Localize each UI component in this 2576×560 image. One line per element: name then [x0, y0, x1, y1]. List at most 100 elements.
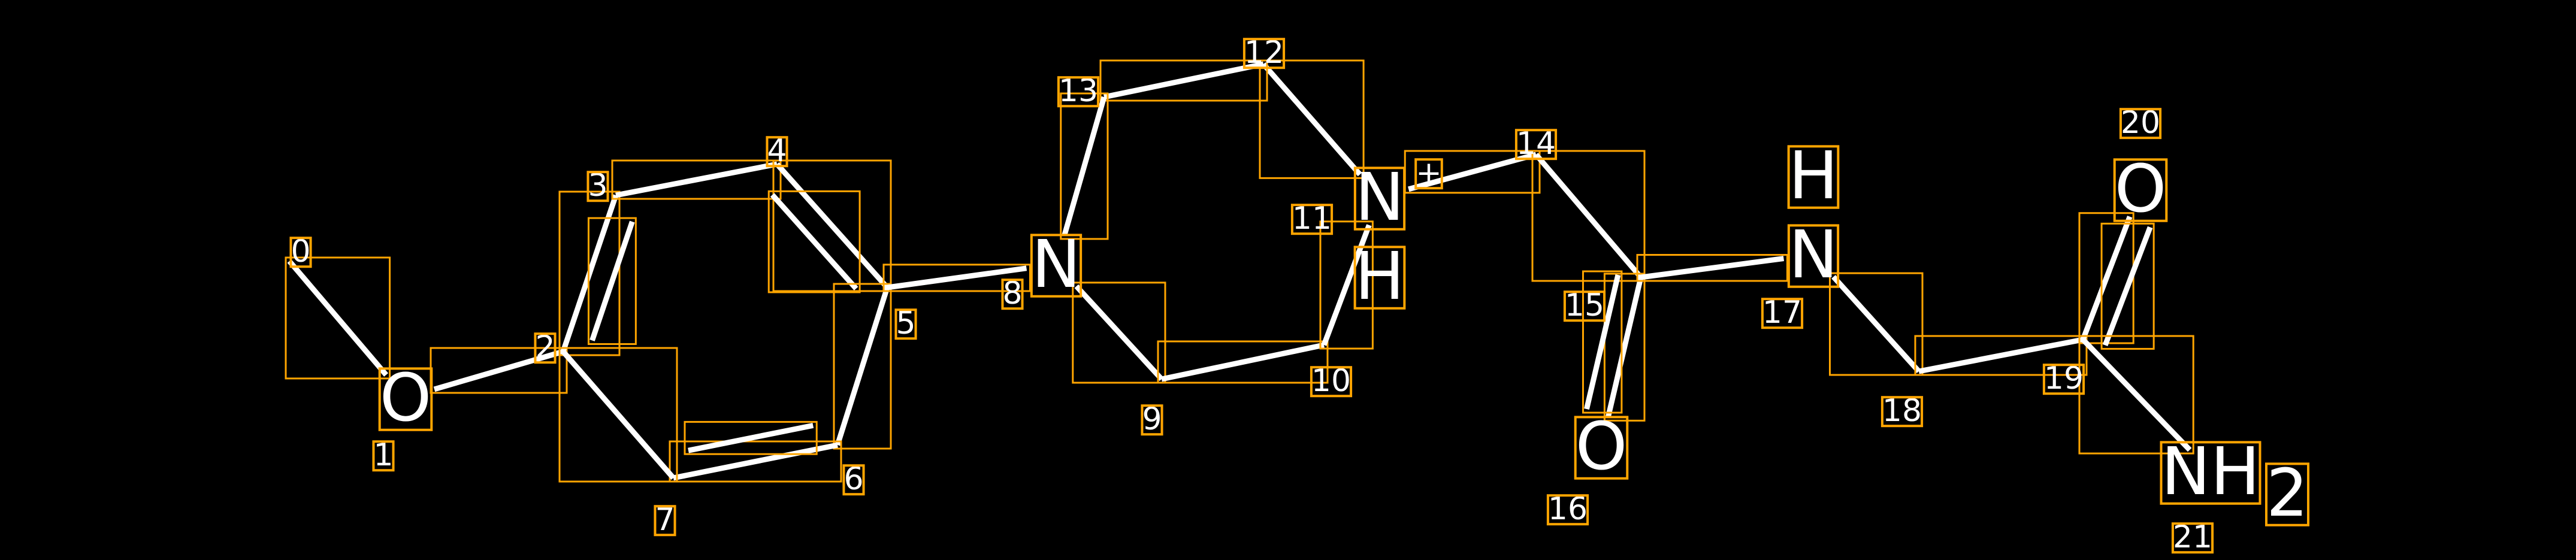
atom-index-1: 1 [373, 437, 393, 473]
atom-index-3: 3 [588, 168, 607, 204]
atom-index-10: 10 [1311, 363, 1351, 399]
atom-label-16: O [1576, 408, 1628, 485]
bond-bounding-box [587, 217, 637, 345]
bond-6-7 [673, 442, 838, 481]
atom-index-13: 13 [1059, 73, 1098, 109]
bond-bounding-box [684, 420, 818, 455]
atom-index-13-box [1057, 76, 1100, 108]
bond-18-19 [1918, 337, 2084, 374]
atom-label-21-subscript-box [2265, 462, 2309, 526]
bond-11-14 [1408, 152, 1537, 192]
bond-13-8 [1062, 96, 1107, 237]
atom-label-11-charge: + [1416, 155, 1442, 191]
bond-bounding-box [611, 159, 782, 200]
bond-19-21 [2081, 337, 2192, 452]
atom-label-21-subscript: 2 [2266, 455, 2308, 531]
atom-index-16: 16 [1548, 491, 1588, 527]
atom-label-17: N [1789, 216, 1838, 293]
atom-index-0: 0 [291, 234, 310, 270]
atom-label-20: O [2115, 150, 2167, 227]
bond-19-20 [2080, 216, 2133, 341]
bond-bounding-box [2100, 222, 2155, 350]
bond-17-18 [1831, 275, 1921, 374]
atom-label-17-hydrogen-box [1787, 145, 1840, 209]
atom-index-9: 9 [1142, 401, 1162, 437]
atom-index-2-box [534, 332, 557, 364]
bond-5-8 [887, 265, 1027, 290]
atom-index-2: 2 [535, 329, 555, 365]
bond-bounding-box [1636, 254, 1788, 282]
atom-index-20: 20 [2121, 105, 2160, 141]
bond-bounding-box [772, 159, 892, 292]
bond-8-9 [1074, 284, 1164, 382]
atom-label-21: NH [2161, 433, 2260, 510]
bond-bounding-box [1319, 220, 1374, 350]
atom-index-3-box [586, 171, 609, 202]
atom-index-18-box [1880, 396, 1924, 428]
bond-7-2 [561, 350, 676, 480]
bond-bounding-box [1582, 270, 1623, 414]
bond-bounding-box [1072, 281, 1166, 384]
bond-bounding-box [1603, 273, 1646, 422]
atom-index-19-box [2042, 364, 2085, 395]
bond-12-13 [1103, 61, 1264, 100]
bond-bounding-box [1060, 92, 1109, 240]
atom-index-19: 19 [2044, 361, 2084, 396]
bond-2-3-second-line [589, 220, 635, 341]
bond-0-1 [287, 259, 389, 377]
bond-6-7-second-line [688, 422, 814, 453]
bond-10-11 [1321, 224, 1372, 346]
bond-bounding-box [1099, 59, 1268, 102]
atom-label-11-charge-box [1414, 158, 1443, 190]
atom-index-21-box [2171, 522, 2214, 554]
atom-label-8-box [1030, 234, 1083, 298]
atom-index-7: 7 [655, 502, 675, 538]
bond-11-12 [1261, 62, 1362, 177]
atom-label-20-box [2113, 158, 2168, 222]
atom-index-18: 18 [1882, 393, 1922, 429]
atom-index-9-box [1141, 404, 1163, 436]
bond-2-3 [560, 194, 619, 353]
atom-label-1: O [380, 359, 432, 436]
bond-bounding-box [285, 256, 391, 380]
atom-index-17: 17 [1762, 295, 1802, 331]
atom-index-10-box [1310, 366, 1353, 398]
atom-index-15: 15 [1565, 287, 1604, 323]
atom-index-20-box [2119, 108, 2162, 140]
bond-9-10 [1161, 342, 1325, 382]
bond-bounding-box [767, 190, 861, 293]
bond-15-16-second-line [1584, 274, 1621, 410]
atom-label-11-hydrogen: H [1355, 238, 1405, 314]
atom-label-16-box [1574, 416, 1629, 480]
atom-index-14: 14 [1516, 126, 1556, 162]
atom-index-16-box [1546, 494, 1589, 526]
bond-bounding-box [669, 440, 842, 483]
atom-index-1-box [372, 440, 395, 472]
bond-bounding-box [558, 190, 621, 356]
bond-5-6 [835, 286, 890, 446]
atom-label-17-hydrogen: H [1789, 137, 1839, 214]
atom-index-5: 5 [896, 305, 915, 341]
atom-index-15-box [1563, 290, 1606, 322]
atom-index-7-box [654, 505, 676, 537]
bond-bounding-box [1829, 272, 1924, 376]
atom-label-17-box [1787, 224, 1840, 288]
bond-bounding-box [1157, 340, 1329, 384]
atom-index-0-box [289, 237, 312, 268]
atom-index-4: 4 [767, 133, 787, 169]
bond-15-17 [1640, 256, 1785, 280]
bond-bounding-box [882, 264, 1031, 292]
bond-bounding-box [1259, 59, 1365, 179]
atom-index-11: 11 [1292, 201, 1332, 237]
atom-label-8: N [1032, 226, 1081, 302]
atom-index-17-box [1761, 298, 1804, 329]
atoms-layer: 0O1234567N8910NH+1112131415O16NH171819O2… [289, 35, 2309, 555]
atom-label-11-box [1353, 167, 1406, 231]
bond-bounding-box [1914, 335, 2088, 376]
atom-index-5-box [894, 308, 917, 340]
atom-label-11-hydrogen-box [1353, 246, 1406, 310]
bond-3-4 [615, 161, 778, 198]
bond-4-5 [775, 162, 890, 289]
atom-index-8-box [1001, 279, 1024, 310]
